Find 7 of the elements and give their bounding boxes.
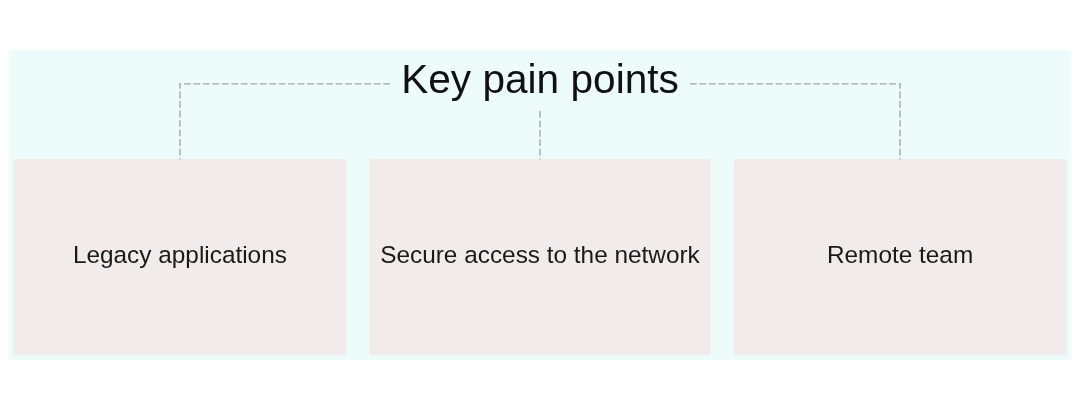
connector xyxy=(689,83,901,160)
node-box: Legacy applications xyxy=(13,158,347,356)
node-text: Key pain points xyxy=(401,56,679,103)
connector xyxy=(179,83,391,160)
node-box: Secure access to the network xyxy=(369,158,711,356)
node-box: Remote team xyxy=(733,158,1067,356)
connector xyxy=(539,110,541,161)
